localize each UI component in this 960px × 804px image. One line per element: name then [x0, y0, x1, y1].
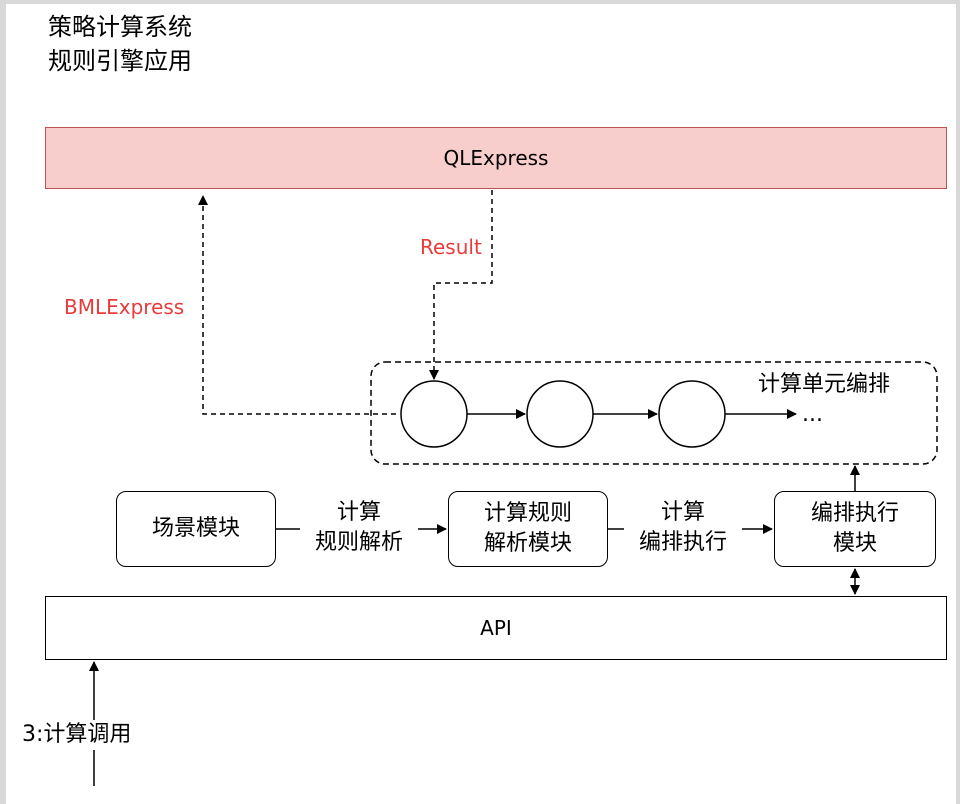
api-box: API: [45, 596, 947, 660]
edge-rule-parse-line-1: 计算: [336, 500, 381, 525]
orchestrate-module-box: 编排执行 模块: [774, 491, 936, 567]
api-label: API: [480, 616, 512, 640]
edge-label-rule-parse: 计算 规则解析: [300, 498, 418, 558]
qlexpress-label: QLExpress: [443, 146, 549, 170]
rule-parse-line-2: 解析模块: [483, 531, 572, 556]
unit-ellipsis: ...: [802, 402, 823, 427]
title-line-2: 规则引擎应用: [48, 47, 192, 75]
rule-parse-line-1: 计算规则: [483, 501, 572, 526]
unit-circle-3: [658, 380, 726, 448]
edge-label-orchestrate: 计算 编排执行: [624, 498, 742, 558]
unit-circle-2: [526, 380, 594, 448]
edge-orchestrate-line-1: 计算: [660, 500, 705, 525]
title-line-1: 策略计算系统: [48, 13, 192, 41]
diagram-title: 策略计算系统 规则引擎应用: [48, 10, 192, 78]
bmlexpress-label: BMLExpress: [64, 294, 185, 320]
unit-group-border: [370, 361, 938, 465]
orchestrate-line-1: 编排执行: [810, 501, 899, 526]
call-label: 3:计算调用: [22, 720, 132, 750]
bmlexpress-dashed-path: [198, 195, 396, 415]
edge-rule-parse-line-2: 规则解析: [314, 530, 403, 555]
unit-circle-1: [400, 380, 468, 448]
qlexpress-box: QLExpress: [45, 127, 947, 189]
unit-group-label: 计算单元编排: [758, 370, 891, 400]
edge-orchestrate-line-2: 编排执行: [638, 530, 727, 555]
result-label: Result: [420, 234, 482, 260]
result-dashed-path: [429, 190, 493, 380]
rule-parse-module-box: 计算规则 解析模块: [448, 491, 608, 567]
orchestrate-line-2: 模块: [832, 531, 877, 556]
scene-module-label: 场景模块: [151, 516, 240, 541]
scene-module-box: 场景模块: [116, 491, 276, 567]
